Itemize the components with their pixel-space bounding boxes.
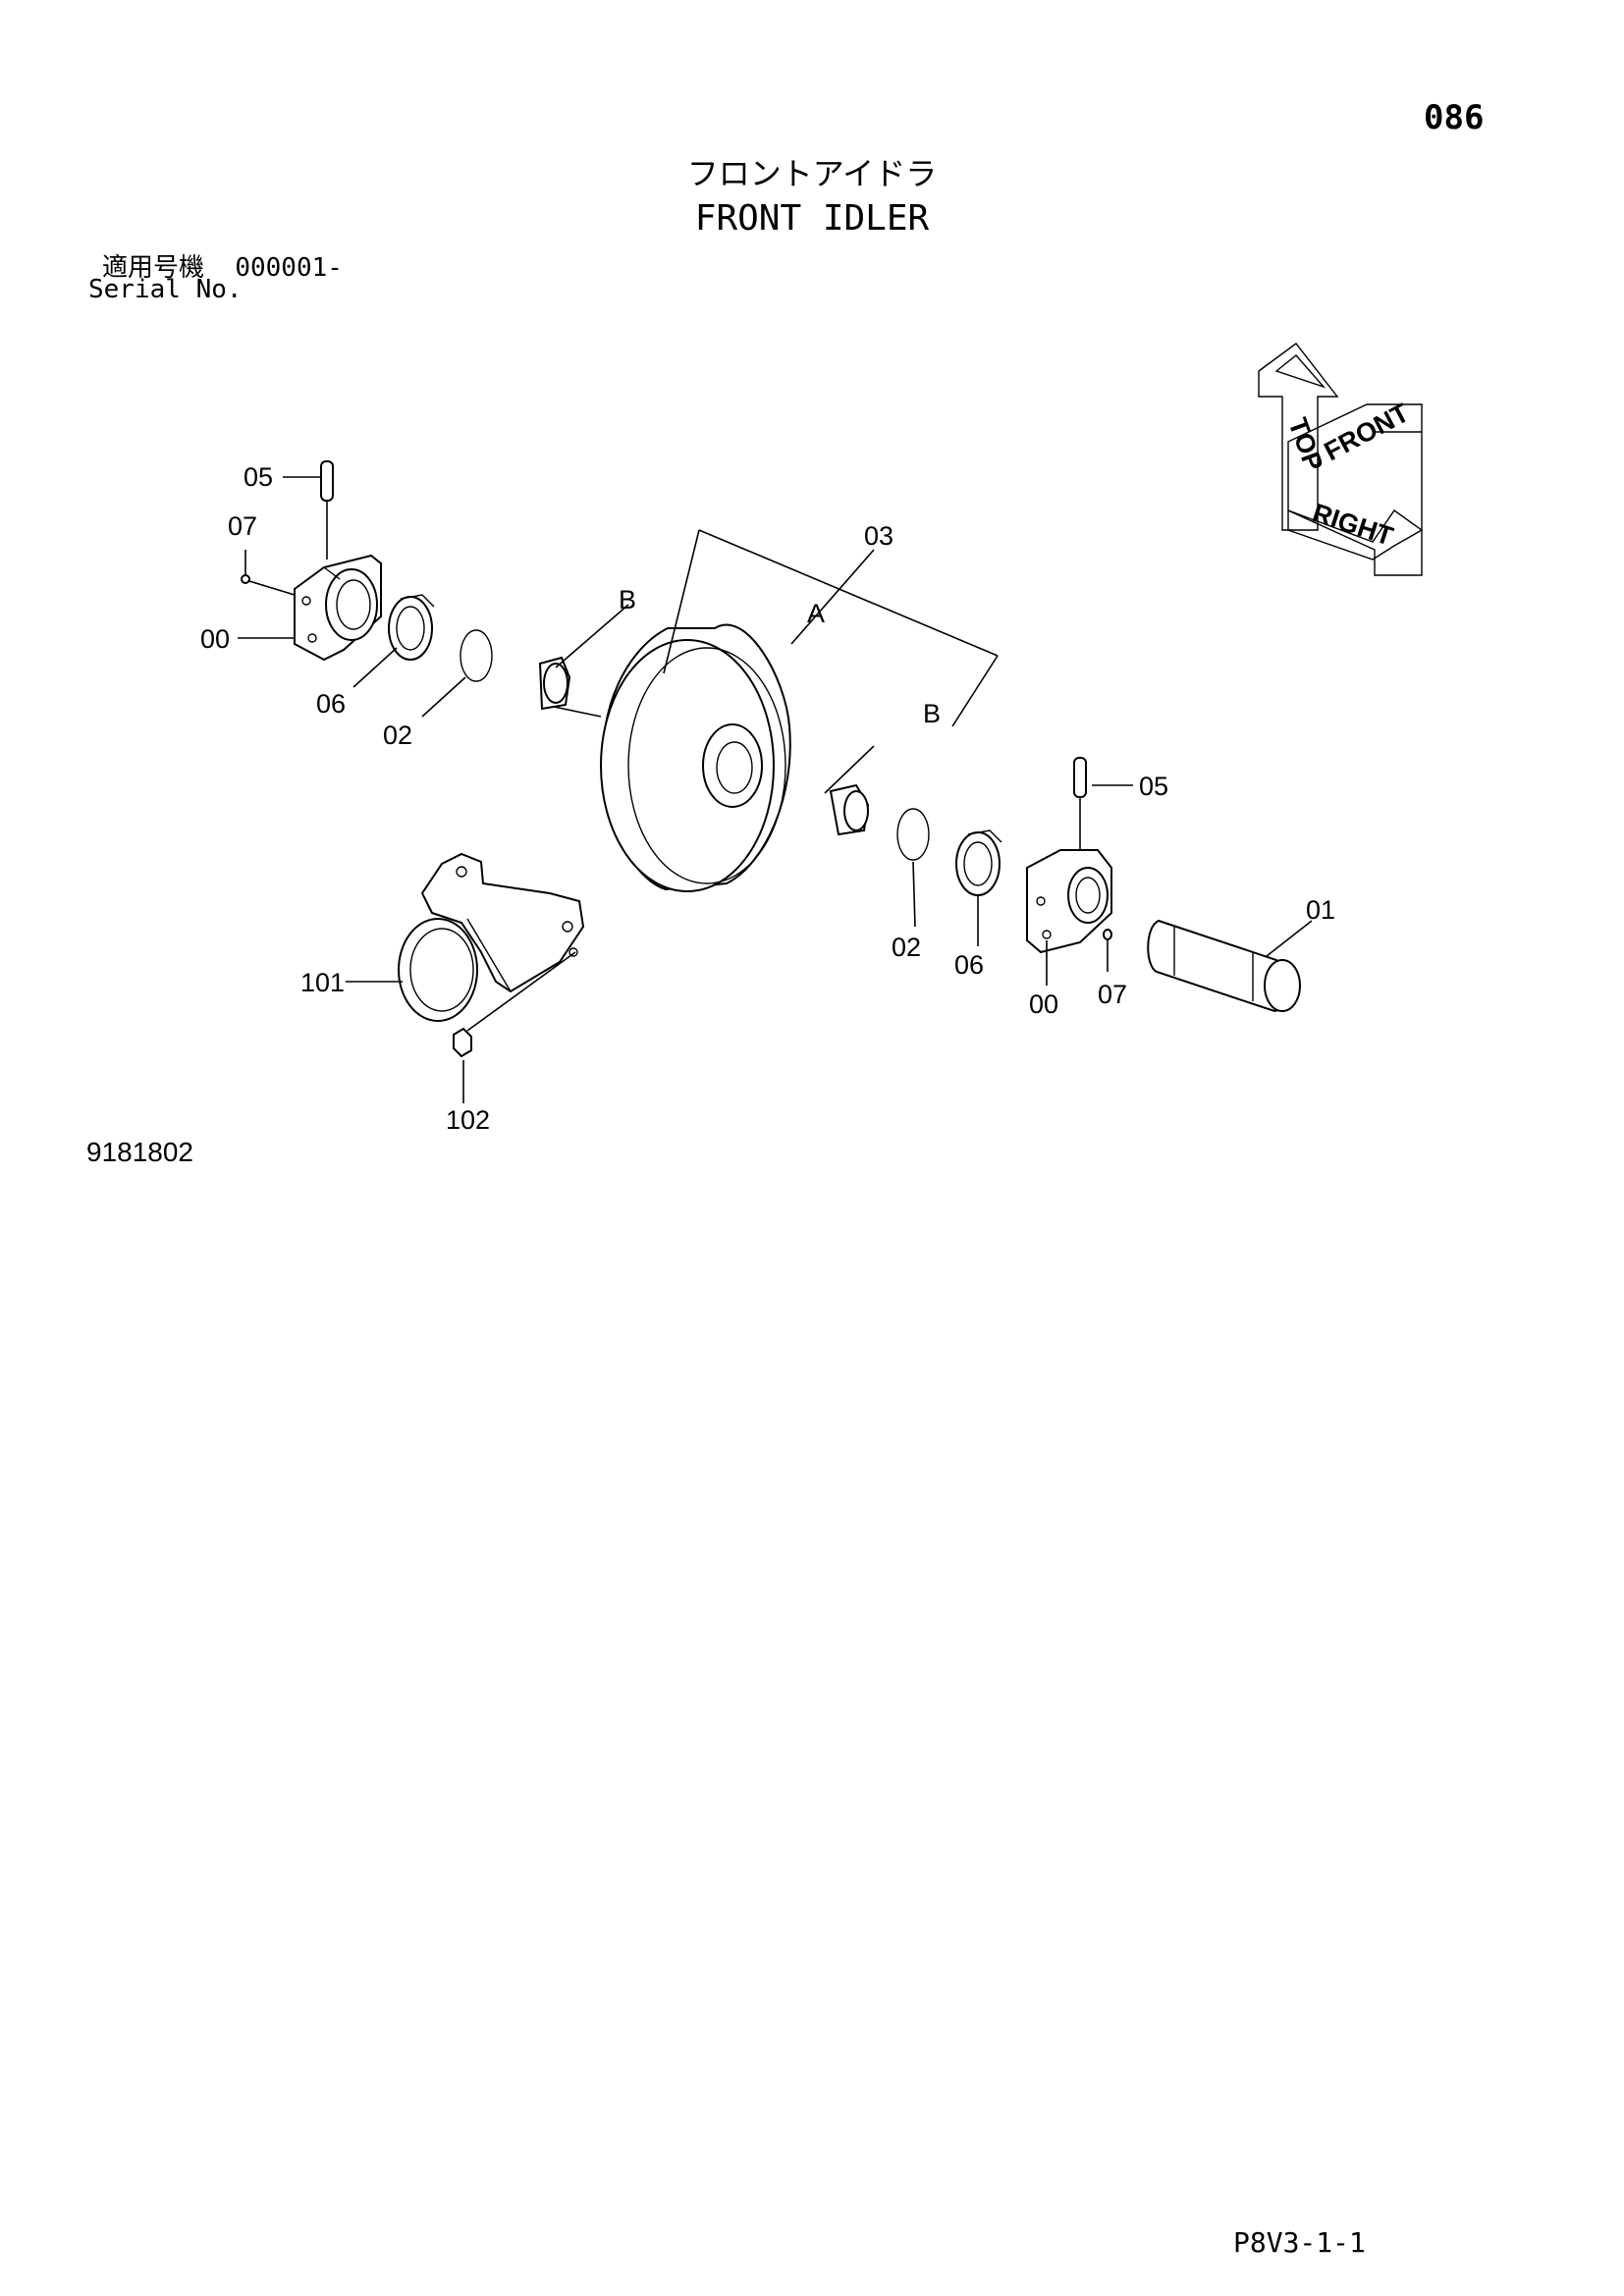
callout-07-left: 07: [228, 511, 257, 541]
part-seal-left: [388, 594, 435, 661]
part-housing-right: [1026, 849, 1112, 954]
callout-03: 03: [864, 521, 893, 551]
page-number: 086: [1424, 98, 1485, 137]
part-plug-left: [241, 574, 250, 584]
part-housing-left: [294, 554, 382, 662]
part-ring-right: [896, 808, 930, 861]
part-bolt: [453, 951, 576, 1058]
serial-label-english: Serial No.: [88, 275, 243, 304]
part-seal-right: [955, 829, 1002, 896]
callout-05-right: 05: [1139, 772, 1168, 801]
part-plug-right: [1103, 929, 1112, 940]
callout-group-b-left: B: [619, 585, 636, 614]
part-bracket: [398, 852, 585, 1022]
callout-00-left: 00: [200, 624, 230, 654]
serial-label-japanese: 適用号機: [102, 253, 205, 283]
callout-00-right: 00: [1029, 989, 1058, 1019]
callout-02-left: 02: [383, 721, 412, 750]
part-bushing-right: [829, 783, 870, 836]
callout-01: 01: [1306, 895, 1335, 925]
leader-lines: [238, 476, 1313, 1103]
callout-group-b-right: B: [923, 699, 941, 728]
callout-02-right: 02: [892, 933, 921, 962]
callout-05-left: 05: [244, 462, 273, 492]
part-shaft: [1147, 919, 1301, 1013]
figure-number: 9181802: [86, 1137, 194, 1167]
part-pin-left: [320, 460, 334, 560]
part-idler-wheel: [600, 623, 791, 892]
part-ring-left: [460, 629, 493, 682]
callout-102: 102: [446, 1105, 490, 1135]
title-japanese: フロントアイドラ: [686, 155, 938, 192]
part-pin-right: [1073, 757, 1087, 850]
callout-07-right: 07: [1098, 980, 1127, 1009]
callout-06-left: 06: [316, 689, 346, 719]
footer-code: P8V3-1-1: [1233, 2226, 1366, 2259]
title-english: FRONT IDLER: [694, 198, 930, 239]
serial-value: 000001-: [235, 253, 343, 283]
serial-line-japanese: 適用号機 000001-: [102, 247, 343, 284]
callout-06-right: 06: [954, 950, 984, 980]
orientation-right-label: RIGHT: [1309, 498, 1397, 552]
orientation-indicator: TOP FRONT RIGHT: [1258, 343, 1424, 576]
part-bushing-left: [538, 656, 571, 711]
callout-group-a: A: [807, 599, 825, 628]
callout-101: 101: [300, 968, 345, 997]
